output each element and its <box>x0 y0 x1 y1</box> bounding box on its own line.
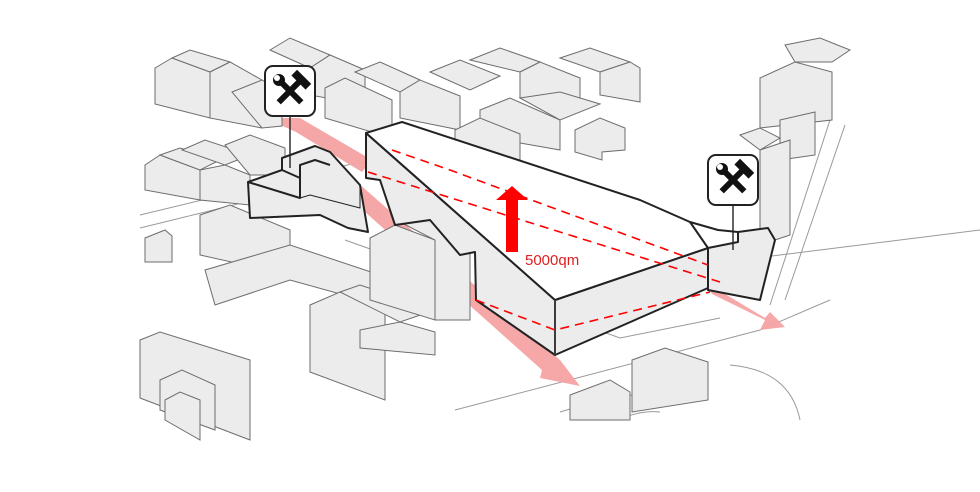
hammer-wrench-icon <box>707 154 759 250</box>
main-building-volume <box>365 121 776 356</box>
flow-arrow-north <box>265 118 372 172</box>
context-buildings <box>139 37 852 441</box>
renovation-building-left <box>247 145 369 233</box>
area-label: 5000qm <box>525 252 580 269</box>
hammer-wrench-icon <box>264 65 316 168</box>
height-up-arrow <box>496 186 528 252</box>
